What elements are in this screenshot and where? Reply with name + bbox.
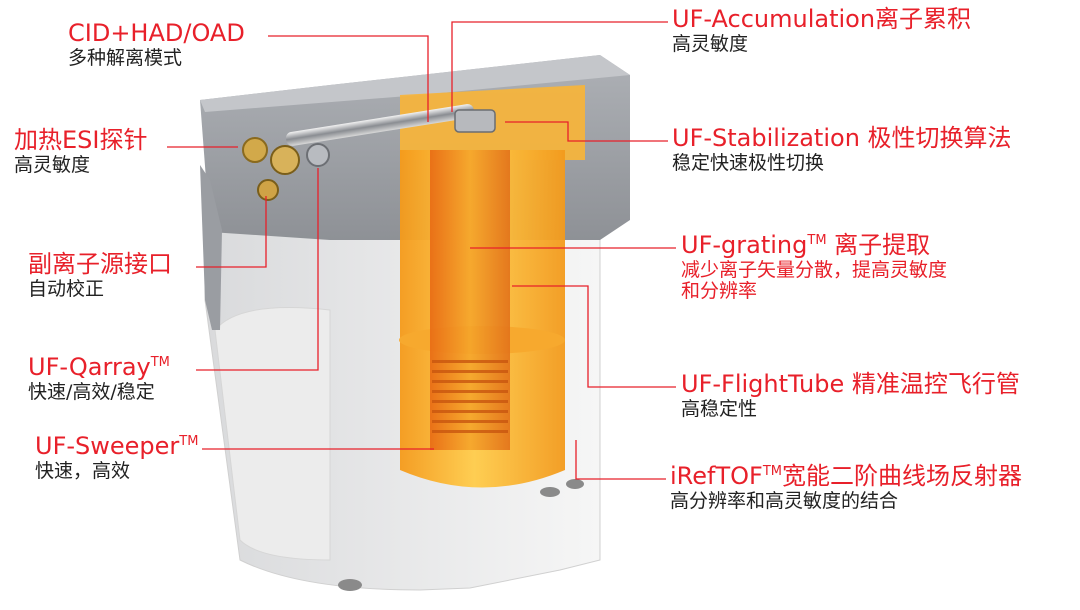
label-flighttube-title: UF-FlightTube 精准温控飞行管 — [681, 370, 1020, 398]
label-ireftof-title: iRefTOFTM宽能二阶曲线场反射器 — [670, 462, 1023, 490]
leader-ireftof — [575, 440, 666, 480]
leader-stabilization — [505, 121, 668, 142]
label-esi-sub: 高灵敏度 — [14, 153, 91, 176]
label-accumulation-sub: 高灵敏度 — [672, 32, 749, 55]
leader-lines — [167, 21, 676, 480]
label-flighttube: UF-FlightTube 精准温控飞行管 高稳定性 — [681, 370, 1020, 420]
label-stabilization: UF-Stabilization 极性切换算法 稳定快速极性切换 — [672, 124, 1012, 174]
label-ion-source-sub: 自动校正 — [28, 277, 105, 300]
leader-flighttube — [512, 285, 676, 388]
cabinet-foot — [540, 487, 560, 497]
label-ion-source-title: 副离子源接口 — [28, 250, 172, 278]
cabinet-front-curve — [214, 307, 331, 561]
label-grating-sub1: 减少离子矢量分散，提高灵敏度 — [681, 258, 948, 281]
cabinet-foot — [338, 579, 362, 591]
label-stabilization-title: UF-Stabilization 极性切换算法 — [672, 124, 1012, 152]
label-ireftof: iRefTOFTM宽能二阶曲线场反射器 高分辨率和高灵敏度的结合 — [670, 462, 1023, 512]
label-grating-sub2: 和分辨率 — [681, 280, 758, 303]
label-qarray-sub: 快速/高效/稳定 — [28, 380, 155, 403]
cabinet-left-side — [200, 165, 222, 330]
label-esi: 加热ESI探针 高灵敏度 — [14, 126, 148, 176]
label-sweeper-title: UF-SweeperTM — [35, 432, 199, 460]
accumulation-cell — [454, 109, 496, 133]
label-qarray-title: UF-QarrayTM — [28, 353, 170, 381]
label-accumulation: UF-Accumulation离子累积 高灵敏度 — [672, 5, 972, 55]
label-cid: CID+HAD/OAD 多种解离模式 — [68, 19, 245, 69]
ion-source-cone — [270, 145, 300, 175]
label-accumulation-title: UF-Accumulation离子累积 — [672, 5, 972, 33]
label-ion-source: 副离子源接口 自动校正 — [28, 250, 172, 300]
esi-probe-heater — [242, 137, 268, 163]
label-qarray: UF-QarrayTM 快速/高效/稳定 — [28, 353, 170, 403]
trademark-mark: TM — [762, 464, 783, 479]
leader-accumulation — [451, 21, 668, 112]
cabinet-upper-top — [200, 55, 630, 112]
reflector-plates — [432, 360, 508, 433]
label-grating-title: UF-gratingTM 离子提取 — [681, 231, 931, 259]
label-sweeper: UF-SweeperTM 快速，高效 — [35, 432, 199, 482]
leader-qarray — [196, 168, 319, 371]
ion-source-port — [257, 179, 279, 201]
label-esi-title: 加热ESI探针 — [14, 126, 148, 154]
leader-cid — [268, 35, 429, 122]
trademark-mark: TM — [150, 355, 170, 370]
label-stabilization-sub: 稳定快速极性切换 — [672, 151, 825, 174]
trademark-mark: TM — [179, 434, 199, 449]
label-cid-sub: 多种解离模式 — [68, 46, 183, 69]
label-grating: UF-gratingTM 离子提取 减少离子矢量分散，提高灵敏度 和分辨率 — [681, 231, 948, 303]
label-ireftof-sub: 高分辨率和高灵敏度的结合 — [670, 489, 899, 512]
label-flighttube-sub: 高稳定性 — [681, 397, 758, 420]
trademark-mark: TM — [807, 233, 827, 248]
label-sweeper-sub: 快速，高效 — [35, 459, 131, 482]
ion-guide-rod — [285, 104, 475, 146]
qarray-lens — [306, 143, 330, 167]
cabinet-foot — [566, 479, 584, 489]
leader-ion-source — [196, 196, 267, 268]
label-cid-title: CID+HAD/OAD — [68, 19, 245, 47]
flight-tube-inner — [430, 150, 510, 450]
